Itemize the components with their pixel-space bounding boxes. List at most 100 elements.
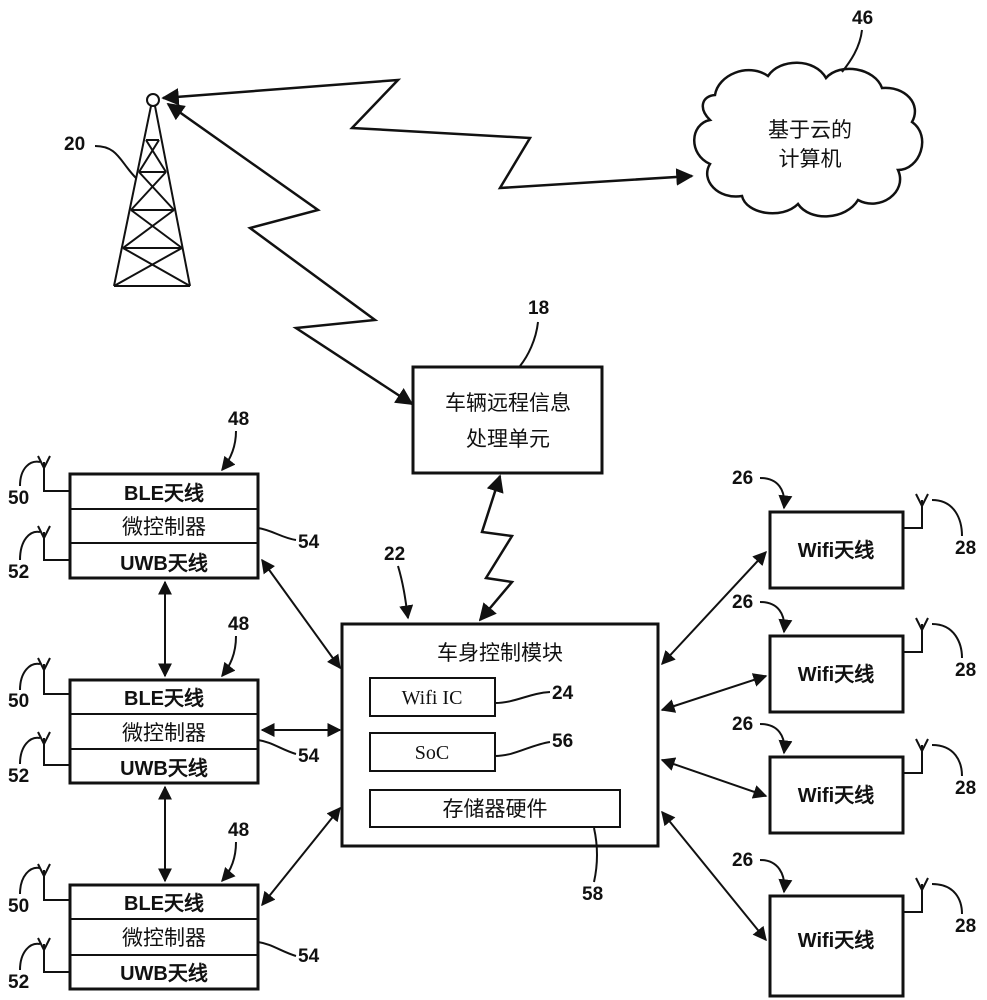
ref-soc: 56 [552,731,573,752]
telematics-label-line2: 处理单元 [466,427,550,451]
leader-ble-antenna [20,664,40,690]
telematics-label-line1: 车辆远程信息 [445,391,571,415]
ref-uwb-antenna: 52 [8,766,29,787]
cell-tower [114,94,190,286]
leader-wifi-module [760,724,784,753]
ref-uwb-antenna: 52 [8,562,29,583]
leader-wifi-module [760,478,784,508]
soc-label: SoC [415,742,449,764]
wifi-antenna-icon [903,494,928,528]
leader-microcontroller [258,528,296,540]
leader-ble-module [222,842,236,881]
ble-module-2: BLE天线 微控制器 UWB天线 50 52 48 54 [8,614,320,787]
ref-ble-module: 48 [228,820,249,841]
bcm-title: 车身控制模块 [437,641,563,665]
ref-tower: 20 [64,134,85,155]
ref-wifi-module: 26 [732,592,753,613]
link-ble3-bcm [262,808,340,905]
wifi-module-1: Wifi天线 26 28 [732,468,976,588]
wifi-antenna-label: Wifi天线 [798,783,874,807]
wifi-ic-label: Wifi IC [402,687,463,709]
ref-telematics: 18 [528,298,549,319]
microcontroller-label: 微控制器 [122,926,206,950]
ref-wifi-antenna: 28 [955,778,976,799]
leader-microcontroller [258,942,296,956]
leader-wifi-module [760,602,784,632]
ref-ble-antenna: 50 [8,488,29,509]
ref-wifi-ic: 24 [552,683,574,704]
cloud-label-line1: 基于云的 [768,118,852,142]
wifi-antenna-icon [903,618,928,652]
leader-ble-antenna [20,868,40,894]
wireless-tower-cloud [163,80,692,188]
uwb-antenna-label: UWB天线 [120,961,208,985]
ref-wifi-module: 26 [732,468,753,489]
ref-uwb-antenna: 52 [8,972,29,993]
leader-cloud [842,30,862,72]
ref-ble-antenna: 50 [8,896,29,917]
ref-ble-module: 48 [228,614,249,635]
ref-wifi-antenna: 28 [955,916,976,937]
ble-antenna-icon [38,864,70,900]
wifi-antenna-label: Wifi天线 [798,928,874,952]
uwb-antenna-icon [38,938,70,972]
ble-antenna-icon [38,658,70,694]
leader-wifi-module [760,860,784,892]
leader-ble-module [222,636,236,676]
ref-microcontroller: 54 [298,946,320,967]
leader-uwb-antenna [20,738,40,764]
ref-memory: 58 [582,884,603,905]
leader-wifi-antenna [932,884,962,914]
ble-antenna-label: BLE天线 [124,891,204,915]
ref-wifi-module: 26 [732,714,753,735]
ref-bcm: 22 [384,544,405,565]
leader-uwb-antenna [20,944,40,970]
link-ble1-bcm [262,560,340,668]
leader-tower [95,146,136,178]
leader-ble-antenna [20,462,40,486]
ref-microcontroller: 54 [298,746,320,767]
wifi-module-2: Wifi天线 26 28 [732,592,976,712]
ref-ble-module: 48 [228,409,249,430]
microcontroller-label: 微控制器 [122,515,206,539]
wifi-antenna-label: Wifi天线 [798,662,874,686]
ble-module-1: BLE天线 微控制器 UWB天线 50 52 48 54 [8,409,320,583]
telematics-unit-box [413,367,602,473]
microcontroller-label: 微控制器 [122,721,206,745]
leader-microcontroller [258,740,296,754]
ble-module-3: BLE天线 微控制器 UWB天线 50 52 48 54 [8,820,320,993]
wifi-antenna-label: Wifi天线 [798,538,874,562]
ble-antenna-icon [38,456,70,491]
wireless-tower-telematics [168,104,412,404]
wireless-telematics-bcm [480,476,512,620]
wifi-antenna-icon [903,739,928,773]
link-bcm-wifi2 [662,676,766,710]
ref-microcontroller: 54 [298,532,320,553]
ref-cloud: 46 [852,8,873,29]
leader-telematics [520,322,538,366]
wifi-module-4: Wifi天线 26 28 [732,850,976,996]
leader-wifi-antenna [932,745,962,776]
memory-hardware-label: 存储器硬件 [443,797,548,821]
ref-wifi-antenna: 28 [955,660,976,681]
cloud-label-line2: 计算机 [779,147,842,171]
leader-wifi-antenna [932,624,962,658]
leader-wifi-antenna [932,500,962,536]
uwb-antenna-label: UWB天线 [120,551,208,575]
uwb-antenna-label: UWB天线 [120,756,208,780]
ble-antenna-label: BLE天线 [124,686,204,710]
ref-wifi-antenna: 28 [955,538,976,559]
uwb-antenna-icon [38,526,70,560]
ref-wifi-module: 26 [732,850,753,871]
leader-bcm [398,566,408,618]
leader-uwb-antenna [20,532,40,560]
ble-antenna-label: BLE天线 [124,481,204,505]
link-bcm-wifi4 [662,812,766,940]
wifi-module-3: Wifi天线 26 28 [732,714,976,833]
link-bcm-wifi3 [662,760,766,796]
wifi-antenna-icon [903,878,928,912]
leader-ble-module [222,431,236,470]
uwb-antenna-icon [38,732,70,765]
ref-ble-antenna: 50 [8,691,29,712]
